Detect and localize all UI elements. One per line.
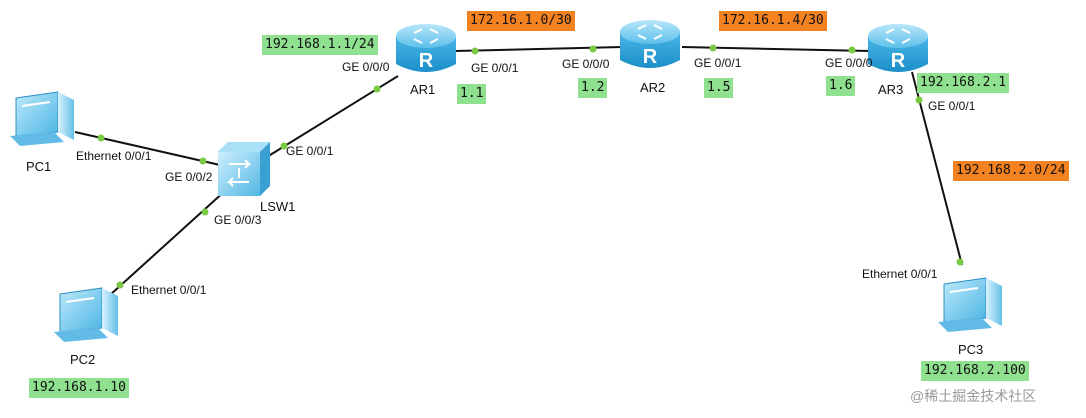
router-ar2[interactable]: R [620, 20, 680, 68]
port-label-lsw1-g003: GE 0/0/3 [214, 213, 262, 227]
link-ar3-pc3[interactable] [911, 71, 963, 266]
port-label-ar1-g000: GE 0/0/0 [342, 60, 390, 74]
port-dot-lsw1-g003 [201, 208, 209, 216]
port-label-lsw1-g001: GE 0/0/1 [286, 144, 334, 158]
router-ar3[interactable]: R [868, 24, 928, 72]
label-pc1: PC1 [26, 159, 52, 174]
pc-pc1[interactable] [10, 91, 74, 146]
addr-pc3-ip: 192.168.2.100 [921, 361, 1029, 381]
router-icon: R [620, 20, 680, 68]
port-dots [97, 44, 964, 289]
port-label-pc2-eth: Ethernet 0/0/1 [131, 283, 207, 297]
pc-pc2[interactable] [54, 287, 118, 342]
port-dot-ar2-g000 [589, 45, 597, 53]
port-label-ar2-g001: GE 0/0/1 [694, 56, 742, 70]
switch-icon [218, 142, 270, 196]
addr-ar3-lan: 192.168.2.1 [917, 73, 1010, 93]
port-label-pc1-eth: Ethernet 0/0/1 [76, 149, 152, 163]
port-dot-pc2-eth [116, 281, 124, 289]
port-dot-lsw1-g002 [199, 157, 207, 165]
addr-net-ar2-ar3: 172.16.1.4/30 [719, 11, 827, 31]
link-pc2-lsw1[interactable] [109, 189, 227, 296]
pc-icon [54, 287, 118, 342]
port-dot-pc1-eth [97, 134, 105, 142]
port-dot-ar3-g001 [915, 96, 923, 104]
port-dot-ar1-g000 [373, 85, 381, 93]
pc-icon [938, 277, 1002, 332]
port-dot-ar1-g001 [471, 47, 479, 55]
router-ar1[interactable]: R [396, 24, 456, 72]
addr-ar1-lan: 192.168.1.1/24 [262, 35, 378, 55]
label-pc3: PC3 [958, 342, 984, 357]
label-ar3: AR3 [878, 82, 904, 97]
label-ar1: AR1 [410, 82, 436, 97]
port-dot-pc3-eth [956, 258, 964, 266]
port-label-lsw1-g002: GE 0/0/2 [165, 170, 213, 184]
svg-text:R: R [419, 50, 434, 72]
svg-text:R: R [643, 46, 658, 68]
svg-text:R: R [891, 50, 906, 72]
port-dot-ar3-g000 [848, 46, 856, 54]
port-label-ar2-g000: GE 0/0/0 [562, 57, 610, 71]
addr-net-ar1-ar2: 172.16.1.0/30 [467, 11, 575, 31]
addr-pc2-ip: 192.168.1.10 [29, 378, 129, 398]
pc-icon [10, 91, 74, 146]
router-icon: R [396, 24, 456, 72]
port-dot-ar2-g001 [709, 44, 717, 52]
label-ar2: AR2 [640, 80, 666, 95]
addr-ar3-wan: 1.6 [826, 76, 856, 96]
link-ar1-ar2[interactable] [454, 46, 623, 52]
label-lsw1: LSW1 [260, 199, 296, 214]
port-label-ar3-g001: GE 0/0/1 [928, 99, 976, 113]
router-icon: R [868, 24, 928, 72]
addr-net-ar3-pc3: 192.168.2.0/24 [953, 161, 1069, 181]
pc-pc3[interactable] [938, 277, 1002, 332]
addr-ar2-right: 1.5 [704, 78, 734, 98]
label-pc2: PC2 [70, 352, 96, 367]
port-label-ar3-g000: GE 0/0/0 [825, 56, 873, 70]
addr-ar2-left: 1.2 [578, 78, 608, 98]
watermark: @稀土掘金技术社区 [910, 388, 1037, 404]
addr-ar1-wan: 1.1 [457, 84, 487, 104]
port-label-pc3-eth: Ethernet 0/0/1 [862, 267, 938, 281]
port-label-ar1-g001: GE 0/0/1 [471, 61, 519, 75]
switch-lsw1[interactable] [218, 142, 270, 196]
port-dot-lsw1-g001 [280, 142, 288, 150]
